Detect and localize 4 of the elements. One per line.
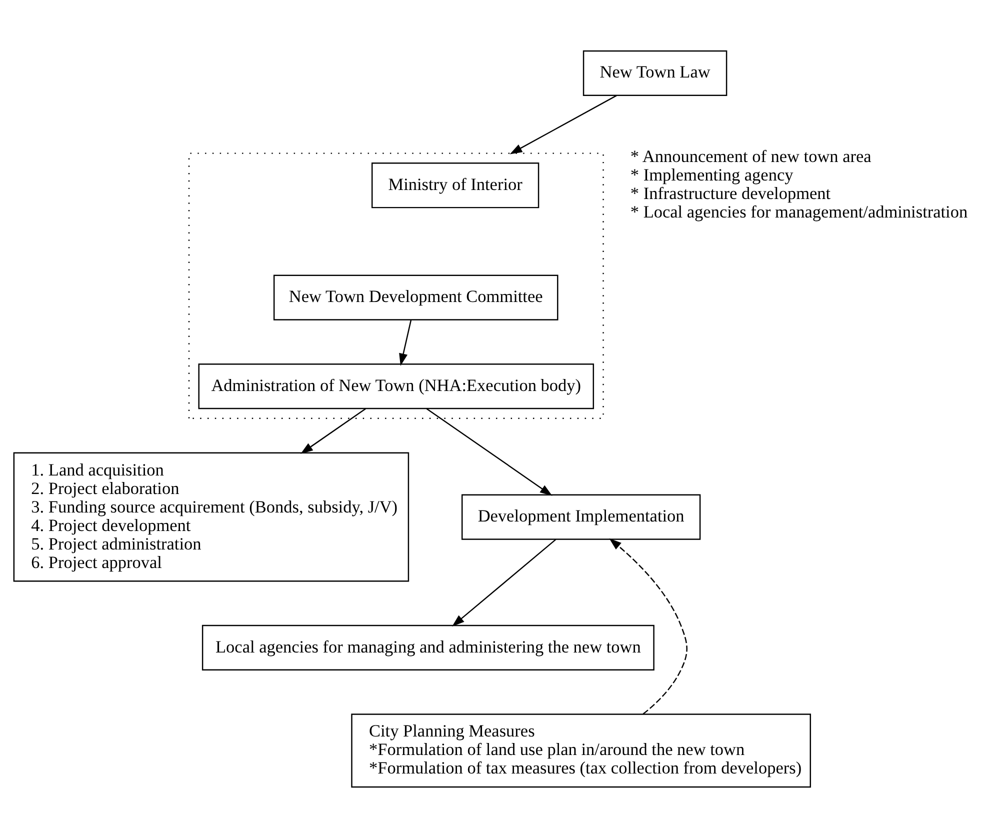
label: * Implementing agency — [630, 165, 793, 184]
label: * Local agencies for management/administration — [630, 202, 968, 222]
label: * Announcement of new town area — [630, 146, 871, 166]
label: * Infrastructure development — [630, 184, 830, 203]
